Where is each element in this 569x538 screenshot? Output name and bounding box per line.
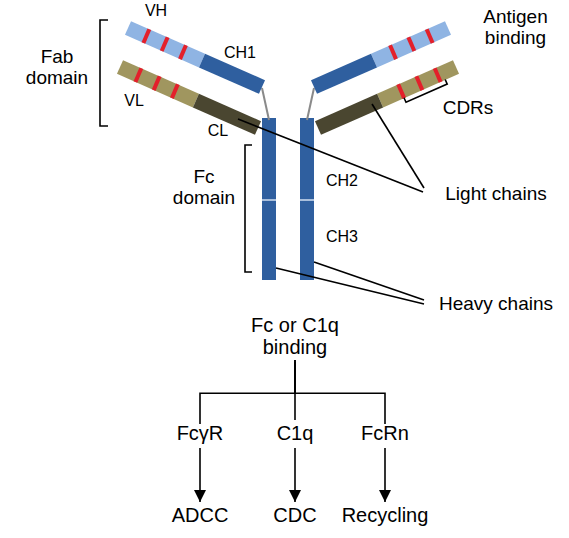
flow-node: Fc or C1q binding — [239, 314, 351, 358]
node-text: FcγR — [160, 422, 240, 444]
cdr-mark — [173, 90, 177, 92]
flow-arrow — [294, 448, 296, 502]
split-line — [295, 360, 385, 424]
part-label: CL — [200, 120, 236, 141]
heavy-constant-region — [202, 61, 262, 87]
cdr-mark — [137, 74, 141, 76]
fab-arms — [120, 28, 456, 128]
node-text: Fc or C1q binding — [239, 314, 351, 358]
part-label: Antigen binding — [468, 6, 563, 48]
part-label: Light chains — [426, 183, 566, 204]
leader-line — [314, 262, 424, 300]
fc-bracket — [245, 145, 252, 272]
cdr-mark — [410, 43, 414, 45]
cdr-mark — [436, 74, 440, 76]
heavy-constant-region — [314, 61, 374, 87]
part-label: Heavy chains — [426, 293, 566, 314]
flow-arrow — [199, 448, 201, 502]
cdr-mark — [181, 51, 185, 53]
cdr-mark — [145, 35, 149, 37]
flow-node: FcγR — [160, 422, 240, 444]
part-label: CDRs — [438, 97, 498, 118]
part-label: CH1 — [218, 42, 262, 63]
node-text: C1q — [255, 422, 335, 444]
hinge-line — [307, 88, 314, 120]
part-label: CH2 — [320, 170, 364, 191]
part-label: VH — [138, 0, 174, 21]
hinge-line — [262, 88, 269, 120]
node-text: FcRn — [345, 422, 425, 444]
light-constant-region — [318, 101, 380, 128]
cdr-mark — [399, 90, 403, 92]
cdr-bracket — [404, 80, 447, 103]
leader-line — [372, 104, 424, 188]
split-line — [200, 360, 295, 424]
cdr-mark — [155, 82, 159, 84]
flow-node: CDC — [250, 504, 340, 526]
heavy-variable-region — [128, 28, 202, 61]
cdr-mark — [163, 43, 167, 45]
cdr-mark — [428, 35, 432, 37]
heavy-chain-stem — [300, 118, 314, 280]
heavy-chain-stems — [262, 118, 314, 280]
heavy-chain-stem — [262, 118, 276, 280]
domain-divider — [262, 199, 276, 201]
fab-bracket — [100, 20, 108, 126]
flow-node: Recycling — [330, 504, 440, 526]
part-label: Fab domain — [18, 46, 96, 88]
leader-line — [276, 268, 424, 304]
part-label: Fc domain — [168, 166, 240, 208]
flow-node: C1q — [255, 422, 335, 444]
cdr-mark — [391, 51, 395, 53]
flow-node: FcRn — [345, 422, 425, 444]
cdr-mark — [418, 82, 422, 84]
node-text: Recycling — [330, 504, 440, 526]
heavy-variable-region — [374, 28, 448, 61]
leader-line — [238, 119, 423, 192]
light-variable-region — [380, 67, 456, 101]
node-text: ADCC — [155, 504, 245, 526]
domain-divider — [300, 199, 314, 201]
hinges — [262, 88, 314, 120]
part-label: CH3 — [320, 226, 364, 247]
brackets-and-leaders — [100, 20, 447, 304]
cdr-marks — [137, 35, 440, 92]
flow-arrow — [384, 448, 386, 502]
connectors — [200, 360, 385, 502]
part-label: VL — [116, 90, 152, 111]
flow-node: ADCC — [155, 504, 245, 526]
node-text: CDC — [250, 504, 340, 526]
